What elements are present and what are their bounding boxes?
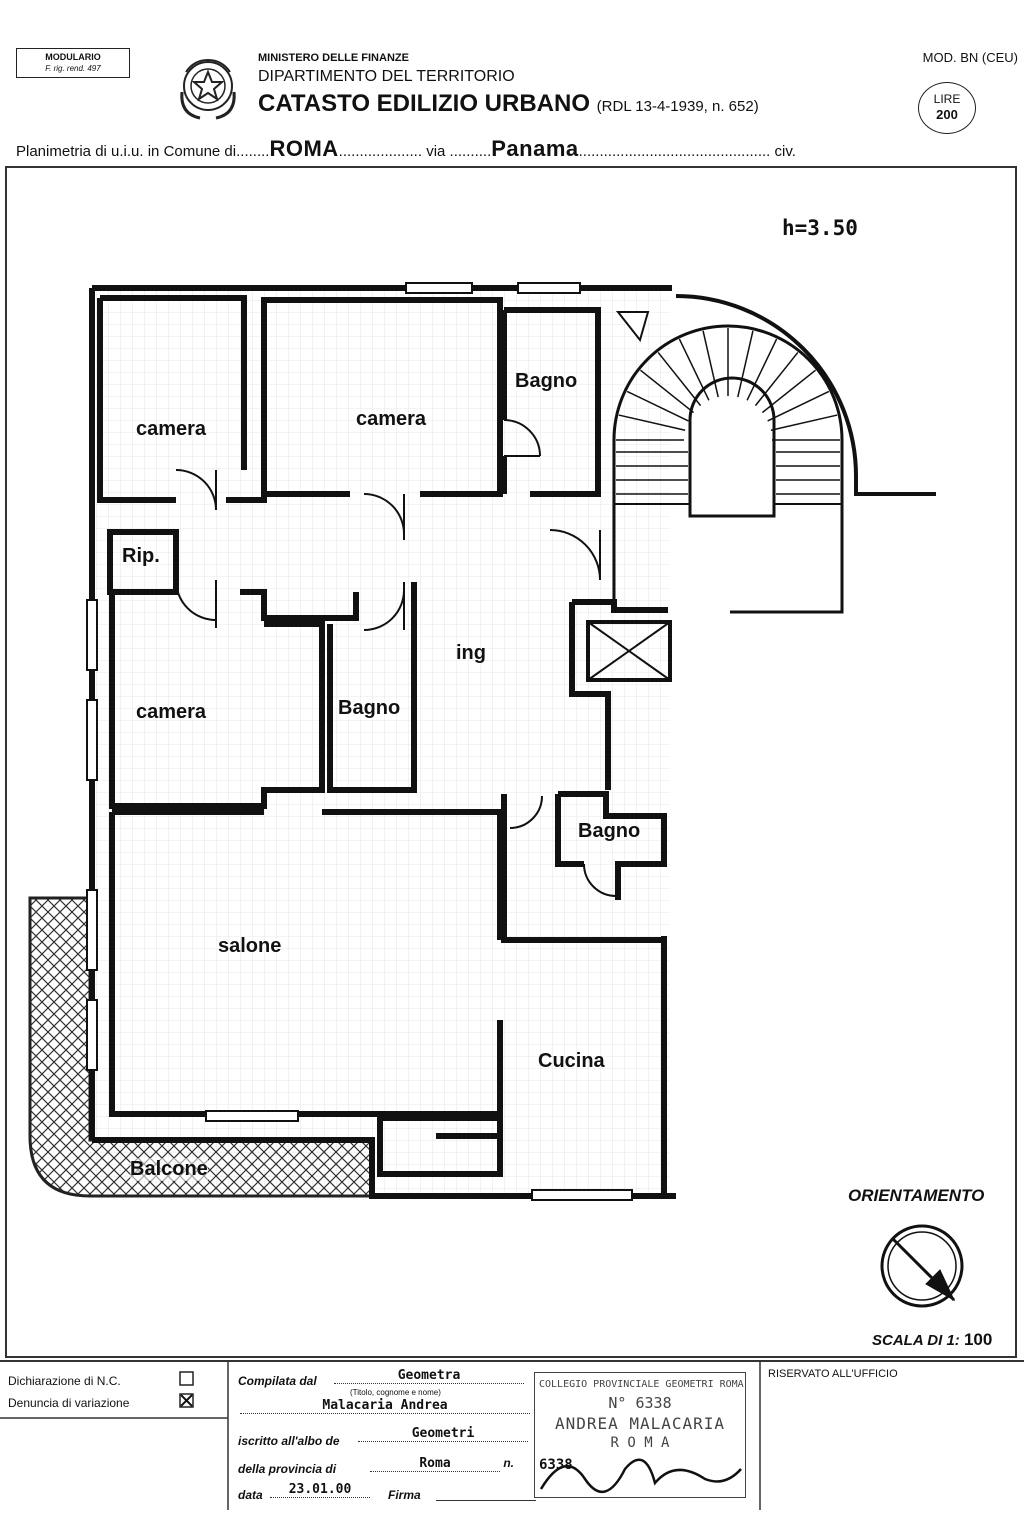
room-label-ingresso: ing xyxy=(456,642,486,664)
ministry-label: MINISTERO DELLE FINANZE xyxy=(258,52,409,64)
dichiarazione-nc-label: Dichiarazione di N.C. xyxy=(8,1374,121,1388)
plan-frame xyxy=(5,166,1017,1358)
room-label-bagno-3: Bagno xyxy=(578,820,641,842)
modulario-label: MODULARIO xyxy=(45,52,101,62)
room-label-camera-1: camera xyxy=(136,418,207,440)
checkbox-dichiarazione[interactable] xyxy=(180,1372,193,1385)
provincia-field: Roma n. xyxy=(370,1456,514,1472)
provincia-value[interactable]: Roma xyxy=(370,1456,500,1472)
stamp-college: COLLEGIO PROVINCIALE GEOMETRI ROMA xyxy=(539,1379,744,1390)
stair-treads xyxy=(616,328,840,495)
stair-tread xyxy=(737,330,754,398)
checkbox-denuncia-checked[interactable] xyxy=(180,1394,193,1407)
titolo-hint: (Titolo, cognome e nome) xyxy=(350,1388,441,1397)
data-label: data xyxy=(238,1488,263,1502)
spiral-staircase xyxy=(612,294,936,614)
riservato-ufficio-label: RISERVATO ALL'UFFICIO xyxy=(768,1368,898,1380)
via-value: Panama xyxy=(491,136,579,161)
professional-stamp: COLLEGIO PROVINCIALE GEOMETRI ROMA N° 63… xyxy=(534,1372,746,1498)
data-field: 23.01.00 xyxy=(270,1482,370,1498)
comune-value: ROMA xyxy=(269,136,339,161)
document-title: CATASTO EDILIZIO URBANO (RDL 13-4-1939, … xyxy=(258,90,759,118)
stamp-number-line: N° 6338 xyxy=(608,1394,672,1412)
room-label-balcone: Balcone xyxy=(130,1158,208,1181)
orientation-compass-icon xyxy=(880,1224,964,1308)
stair-tread xyxy=(770,414,838,431)
room-label-cucina: Cucina xyxy=(538,1050,605,1072)
modulario-ref: F. rig. rend. 497 xyxy=(45,64,101,73)
room-label-bagno-2: Bagno xyxy=(338,697,401,719)
signature-icon xyxy=(539,1458,742,1494)
compilata-field: Geometra xyxy=(334,1368,524,1384)
stair-tread xyxy=(618,414,686,431)
data-value[interactable]: 23.01.00 xyxy=(270,1482,370,1498)
stair-tread xyxy=(754,351,799,407)
plan-location-line: Planimetria di u.i.u. in Comune di......… xyxy=(16,136,796,161)
lire-stamp: LIRE 200 xyxy=(918,82,976,134)
law-reference: (RDL 13-4-1939, n. 652) xyxy=(596,98,759,115)
iscritto-value[interactable]: Geometri xyxy=(358,1426,528,1442)
department-label: DIPARTIMENTO DEL TERRITORIO xyxy=(258,68,515,85)
firma-line[interactable] xyxy=(436,1500,536,1501)
wall-bottom xyxy=(92,1137,676,1199)
stair-tread xyxy=(657,351,702,407)
room-label-salone: salone xyxy=(218,935,282,957)
stair-tread xyxy=(746,338,778,401)
name-value[interactable]: Malacaria Andrea xyxy=(240,1398,530,1414)
stair-tread xyxy=(678,338,710,401)
compilata-label: Compilata dal xyxy=(238,1374,317,1388)
stair-tread xyxy=(639,369,695,414)
iscritto-label: iscritto all'albo de xyxy=(238,1434,340,1448)
provincia-label: della provincia di xyxy=(238,1462,337,1476)
room-label-camera-3: camera xyxy=(136,701,207,723)
scale-label: SCALA DI 1: 100 xyxy=(872,1330,992,1350)
stair-tread xyxy=(767,390,830,422)
ceiling-height-label: h=3.50 xyxy=(782,216,858,240)
n-label: n. xyxy=(503,1456,515,1470)
stair-tread xyxy=(761,369,817,414)
room-label-camera-2: camera xyxy=(356,408,427,430)
title-text: CATASTO EDILIZIO URBANO xyxy=(258,90,590,117)
stair-tread xyxy=(702,330,719,398)
model-code: MOD. BN (CEU) xyxy=(922,50,1018,65)
lire-label: LIRE xyxy=(933,92,961,106)
room-label-bagno-1: Bagno xyxy=(515,370,578,392)
stamp-name: ANDREA MALACARIA xyxy=(554,1414,726,1433)
compilata-value[interactable]: Geometra xyxy=(334,1368,524,1384)
floor-plan xyxy=(28,282,964,1308)
name-field: Malacaria Andrea xyxy=(240,1398,530,1414)
scale-value: 100 xyxy=(963,1330,993,1349)
firma-label: Firma xyxy=(388,1488,421,1502)
stair-tread xyxy=(626,390,689,422)
plan-prefix: Planimetria di u.i.u. in Comune di xyxy=(16,143,237,160)
lire-value: 200 xyxy=(936,107,958,122)
footer-form-lines xyxy=(0,1360,1024,1510)
via-label: via xyxy=(426,143,446,160)
denuncia-variazione-label: Denuncia di variazione xyxy=(8,1396,130,1410)
scale-text: SCALA DI 1: xyxy=(872,1332,960,1349)
civ-label: civ. xyxy=(774,143,796,160)
room-label-ripostiglio: Rip. xyxy=(122,545,160,567)
orientation-label: ORIENTAMENTO xyxy=(848,1186,985,1205)
modulario-box: MODULARIO F. rig. rend. 497 xyxy=(16,48,130,78)
iscritto-field: Geometri xyxy=(358,1426,528,1442)
stamp-city: R O M A xyxy=(610,1435,670,1451)
stamp-number: 6338 xyxy=(539,1457,573,1473)
italian-republic-emblem-icon xyxy=(180,58,236,120)
